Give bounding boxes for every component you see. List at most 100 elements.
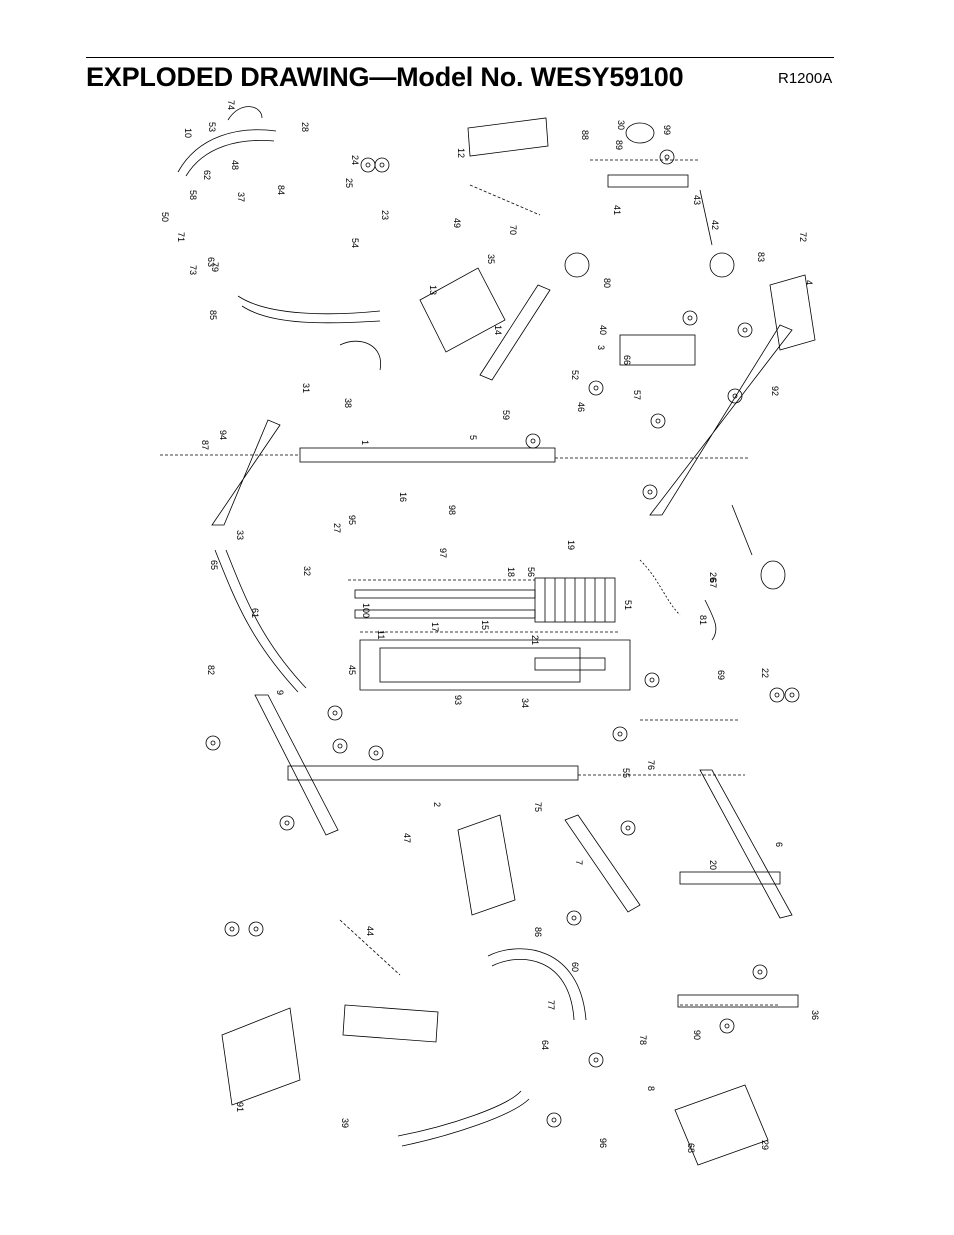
part-callout-32: 32 <box>302 566 312 576</box>
pad-12-bottom <box>342 1004 439 1043</box>
part-callout-66: 66 <box>622 355 632 365</box>
part-callout-10: 10 <box>183 128 193 138</box>
part-callout-70: 70 <box>508 225 518 235</box>
chain <box>639 559 681 616</box>
part-callout-23: 23 <box>380 210 390 220</box>
part-callout-1: 1 <box>360 440 370 445</box>
part-callout-52: 52 <box>570 370 580 380</box>
roller-30-d <box>760 560 786 590</box>
pad-13-bottom <box>457 814 516 916</box>
roller-30-b <box>564 252 590 278</box>
part-callout-41: 41 <box>612 205 622 215</box>
part-callout-24: 24 <box>350 155 360 165</box>
part-callout-81: 81 <box>698 615 708 625</box>
curved-bar <box>214 549 307 693</box>
part-callout-5: 5 <box>468 435 478 440</box>
part-callout-12: 12 <box>456 148 466 158</box>
part-callout-78: 78 <box>638 1035 648 1045</box>
part-callout-85: 85 <box>208 310 218 320</box>
part-callout-25: 25 <box>344 178 354 188</box>
assembly-lines <box>160 159 780 1006</box>
part-callout-46: 46 <box>576 402 586 412</box>
upper-left-rail <box>211 419 281 526</box>
press-arm <box>564 814 641 913</box>
part-callout-34: 34 <box>520 698 530 708</box>
guide-rod-bottom <box>354 609 536 619</box>
part-callout-72: 72 <box>798 232 808 242</box>
part-callout-53: 53 <box>207 122 217 132</box>
part-callout-9: 9 <box>275 690 285 695</box>
part-callout-91: 91 <box>235 1102 245 1112</box>
part-callout-58: 58 <box>188 190 198 200</box>
part-callout-40: 40 <box>598 325 608 335</box>
part-callout-21: 21 <box>530 635 540 645</box>
part-callout-17: 17 <box>430 622 440 632</box>
part-callout-88: 88 <box>580 130 590 140</box>
part-callout-33: 33 <box>235 530 245 540</box>
handle-upper <box>227 106 263 121</box>
part-callout-71: 71 <box>176 232 186 242</box>
upper-press-arm <box>479 284 551 381</box>
part-callout-36: 36 <box>810 1010 820 1020</box>
page-title: EXPLODED DRAWING—Model No. WESY59100 <box>86 62 684 92</box>
guide-rod-top <box>354 589 536 599</box>
pad-13-top <box>419 267 506 353</box>
crossbar <box>607 174 689 188</box>
part-callout-98: 98 <box>447 505 457 515</box>
document-code: R1200A <box>778 70 833 87</box>
part-callout-26: 26 <box>708 572 718 582</box>
part-callout-76: 76 <box>646 760 656 770</box>
part-callout-31: 31 <box>301 383 311 393</box>
part-callout-83: 83 <box>756 252 766 262</box>
foot-plate <box>674 1084 769 1166</box>
part-callout-55: 55 <box>621 768 631 778</box>
roller-30-c <box>709 252 735 278</box>
part-callout-84: 84 <box>276 185 286 195</box>
part-callout-92: 92 <box>770 386 780 396</box>
part-callout-8: 8 <box>646 1086 656 1091</box>
part-callout-57: 57 <box>632 390 642 400</box>
part-callout-82: 82 <box>206 665 216 675</box>
top-right-leg <box>649 324 793 516</box>
lower-right-tube <box>679 871 781 885</box>
part-callout-54: 54 <box>350 238 360 248</box>
part-callout-11: 11 <box>376 630 386 639</box>
part-callout-45: 45 <box>347 665 357 675</box>
roller-30-a <box>625 122 655 144</box>
part-callout-6: 6 <box>774 842 784 847</box>
part-callout-56: 56 <box>526 567 536 577</box>
part-callout-93: 93 <box>453 695 463 705</box>
part-callout-19: 19 <box>566 540 576 550</box>
part-callout-30: 30 <box>616 120 626 130</box>
leg-lever-lower <box>397 1090 530 1147</box>
part-callout-38: 38 <box>343 398 353 408</box>
part-callout-29: 29 <box>760 1140 770 1150</box>
part-callout-87: 87 <box>200 440 210 450</box>
part-callout-90: 90 <box>692 1030 702 1040</box>
part-callout-27: 27 <box>332 523 342 533</box>
part-callout-16: 16 <box>398 492 408 502</box>
part-callout-49: 49 <box>452 218 462 228</box>
shroud <box>359 639 631 691</box>
left-stand <box>254 694 339 836</box>
part-callout-86: 86 <box>533 927 543 937</box>
part-callout-35: 35 <box>486 254 496 264</box>
part-callout-4: 4 <box>804 280 814 285</box>
pad-91 <box>221 1007 301 1106</box>
part-callout-22: 22 <box>760 668 770 678</box>
part-callout-62: 62 <box>202 170 212 180</box>
leg-lever <box>487 948 587 1021</box>
part-callout-60: 60 <box>570 962 580 972</box>
part-callout-3: 3 <box>596 345 606 350</box>
pad-12-top <box>467 117 549 157</box>
part-callout-47: 47 <box>402 833 412 843</box>
tube-42-a <box>699 189 713 246</box>
part-callout-74: 74 <box>226 100 236 110</box>
part-callout-94: 94 <box>218 430 228 440</box>
lower-arm <box>237 295 381 324</box>
part-callout-15: 15 <box>480 620 490 630</box>
part-callout-68: 68 <box>686 1143 696 1153</box>
lower-tube <box>287 765 579 781</box>
